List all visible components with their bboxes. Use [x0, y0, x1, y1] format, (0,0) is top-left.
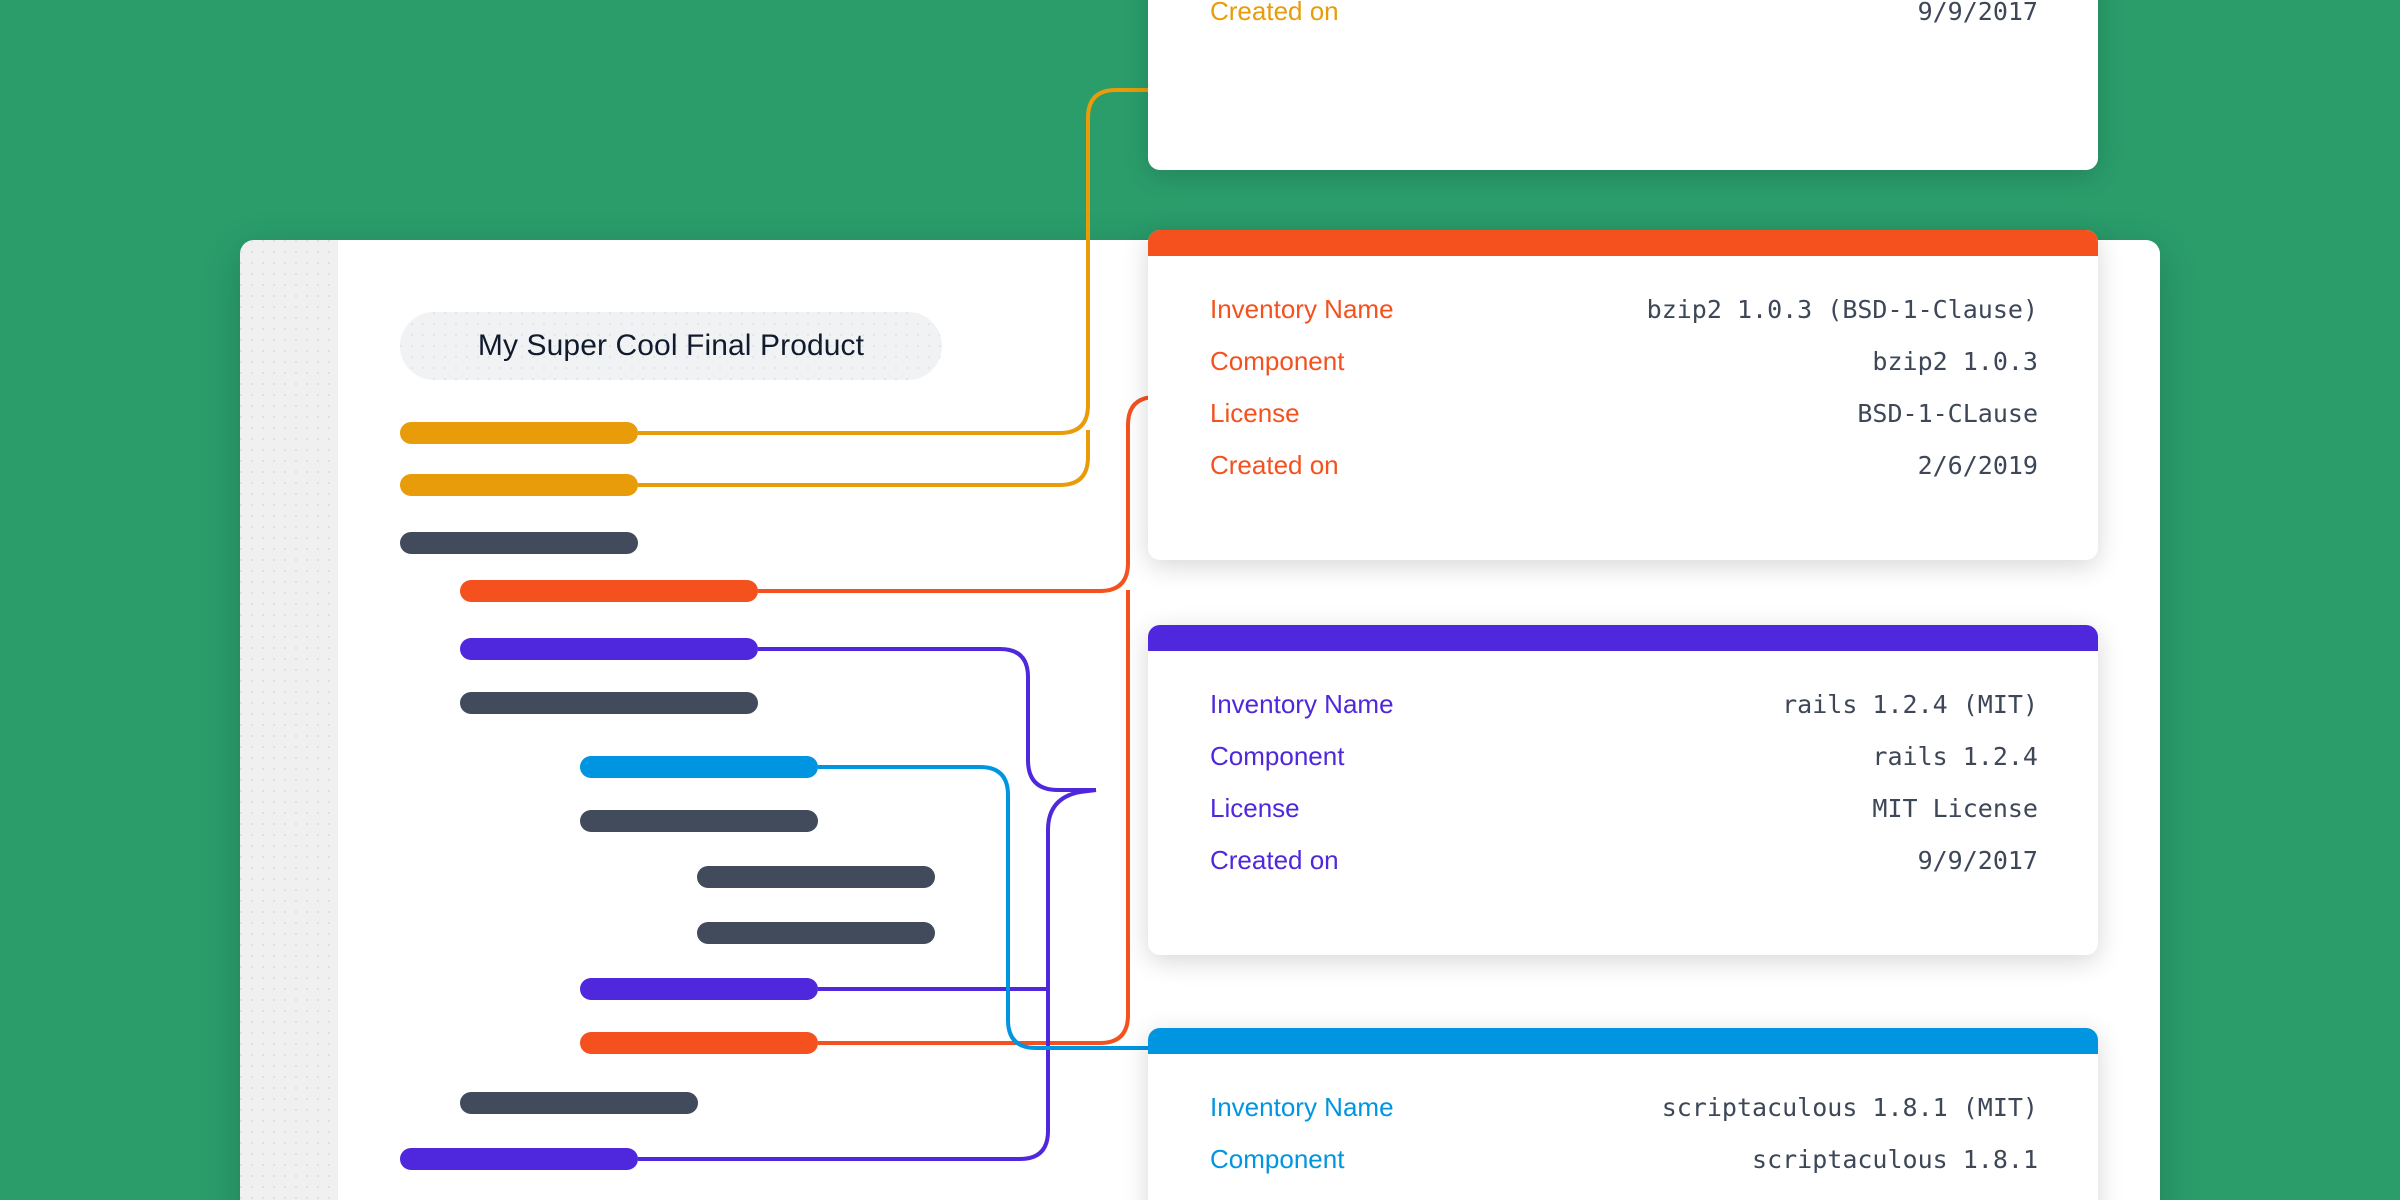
card-field-value: scriptaculous 1.8.1 — [1752, 1145, 2038, 1174]
card-rails[interactable]: Inventory Name rails 1.2.4 (MIT) Component… — [1148, 625, 2098, 955]
dependency-bar-dark-2[interactable] — [460, 692, 758, 714]
card-field-label: Created on — [1210, 0, 1339, 26]
card-field-value: scriptaculous 1.8.1 (MIT) — [1661, 1093, 2038, 1122]
card-row: Created on 2/6/2019 — [1210, 450, 2038, 502]
card-row: Component rails 1.2.4 — [1210, 741, 2038, 793]
card-field-label: Component — [1210, 741, 1345, 771]
card-body: Licenseapache-2.0Created on9/9/2017 — [1148, 0, 2098, 92]
card-field-value: 9/9/2017 — [1917, 846, 2038, 875]
card-body: Inventory Name bzip2 1.0.3 (BSD-1-Clause)… — [1148, 256, 2098, 546]
card-accent-bar — [1148, 230, 2098, 256]
card-row: Inventory Name rails 1.2.4 (MIT) — [1210, 689, 2038, 741]
card-row: Created on 9/9/2017 — [1210, 0, 2038, 48]
dependency-bar-purple-3[interactable] — [400, 1148, 638, 1170]
card-field-label: Inventory Name — [1210, 294, 1394, 324]
dependency-bar-blue-1[interactable] — [580, 756, 818, 778]
tree-sidebar-strip — [240, 240, 338, 1200]
card-field-label: Component — [1210, 346, 1345, 376]
card-field-label: Created on — [1210, 450, 1339, 480]
card-scriptaculous[interactable]: Inventory Name scriptaculous 1.8.1 (MIT) C… — [1148, 1028, 2098, 1200]
card-field-label: Inventory Name — [1210, 689, 1394, 719]
card-accent-bar — [1148, 1028, 2098, 1054]
product-title-pill[interactable]: My Super Cool Final Product — [400, 312, 942, 380]
card-field-value: bzip2 1.0.3 (BSD-1-Clause) — [1646, 295, 2038, 324]
card-field-label: Created on — [1210, 845, 1339, 875]
card-apache[interactable]: Licenseapache-2.0Created on9/9/2017 — [1148, 0, 2098, 170]
card-row: Component bzip2 1.0.3 — [1210, 346, 2038, 398]
card-field-value: BSD-1-CLause — [1857, 399, 2038, 428]
card-field-value: 2/6/2019 — [1917, 451, 2038, 480]
card-field-label: License — [1210, 793, 1300, 823]
page-title: My Super Cool Final Product — [477, 329, 865, 362]
dependency-bar-red-2[interactable] — [580, 1032, 818, 1054]
card-row: License MIT License — [1210, 793, 2038, 845]
card-field-value: bzip2 1.0.3 — [1872, 347, 2038, 376]
card-row: Inventory Name scriptaculous 1.8.1 (MIT) — [1210, 1092, 2038, 1144]
dependency-bar-dark-1[interactable] — [400, 532, 638, 554]
card-body: Inventory Name scriptaculous 1.8.1 (MIT) C… — [1148, 1054, 2098, 1200]
dependency-bar-dark-3[interactable] — [580, 810, 818, 832]
dependency-bar-dark-4[interactable] — [697, 866, 935, 888]
card-row: Inventory Name bzip2 1.0.3 (BSD-1-Clause) — [1210, 294, 2038, 346]
card-row: Component scriptaculous 1.8.1 — [1210, 1144, 2038, 1196]
card-row: Created on 9/9/2017 — [1210, 845, 2038, 897]
card-accent-bar — [1148, 625, 2098, 651]
dependency-bar-red-1[interactable] — [460, 580, 758, 602]
card-field-value: rails 1.2.4 (MIT) — [1782, 690, 2038, 719]
dependency-bar-purple-1[interactable] — [460, 638, 758, 660]
dependency-bar-purple-2[interactable] — [580, 978, 818, 1000]
card-bzip2[interactable]: Inventory Name bzip2 1.0.3 (BSD-1-Clause)… — [1148, 230, 2098, 560]
card-field-value: rails 1.2.4 — [1872, 742, 2038, 771]
card-field-label: Component — [1210, 1144, 1345, 1174]
card-field-value: MIT License — [1872, 794, 2038, 823]
card-field-value: 9/9/2017 — [1917, 0, 2038, 26]
dependency-bar-dark-6[interactable] — [460, 1092, 698, 1114]
dependency-bar-amber-1[interactable] — [400, 422, 638, 444]
dependency-bar-amber-2[interactable] — [400, 474, 638, 496]
card-body: Inventory Name rails 1.2.4 (MIT) Component… — [1148, 651, 2098, 941]
card-field-label: Inventory Name — [1210, 1092, 1394, 1122]
dependency-bar-dark-5[interactable] — [697, 922, 935, 944]
card-field-label: License — [1210, 398, 1300, 428]
card-row: License BSD-1-CLause — [1210, 398, 2038, 450]
